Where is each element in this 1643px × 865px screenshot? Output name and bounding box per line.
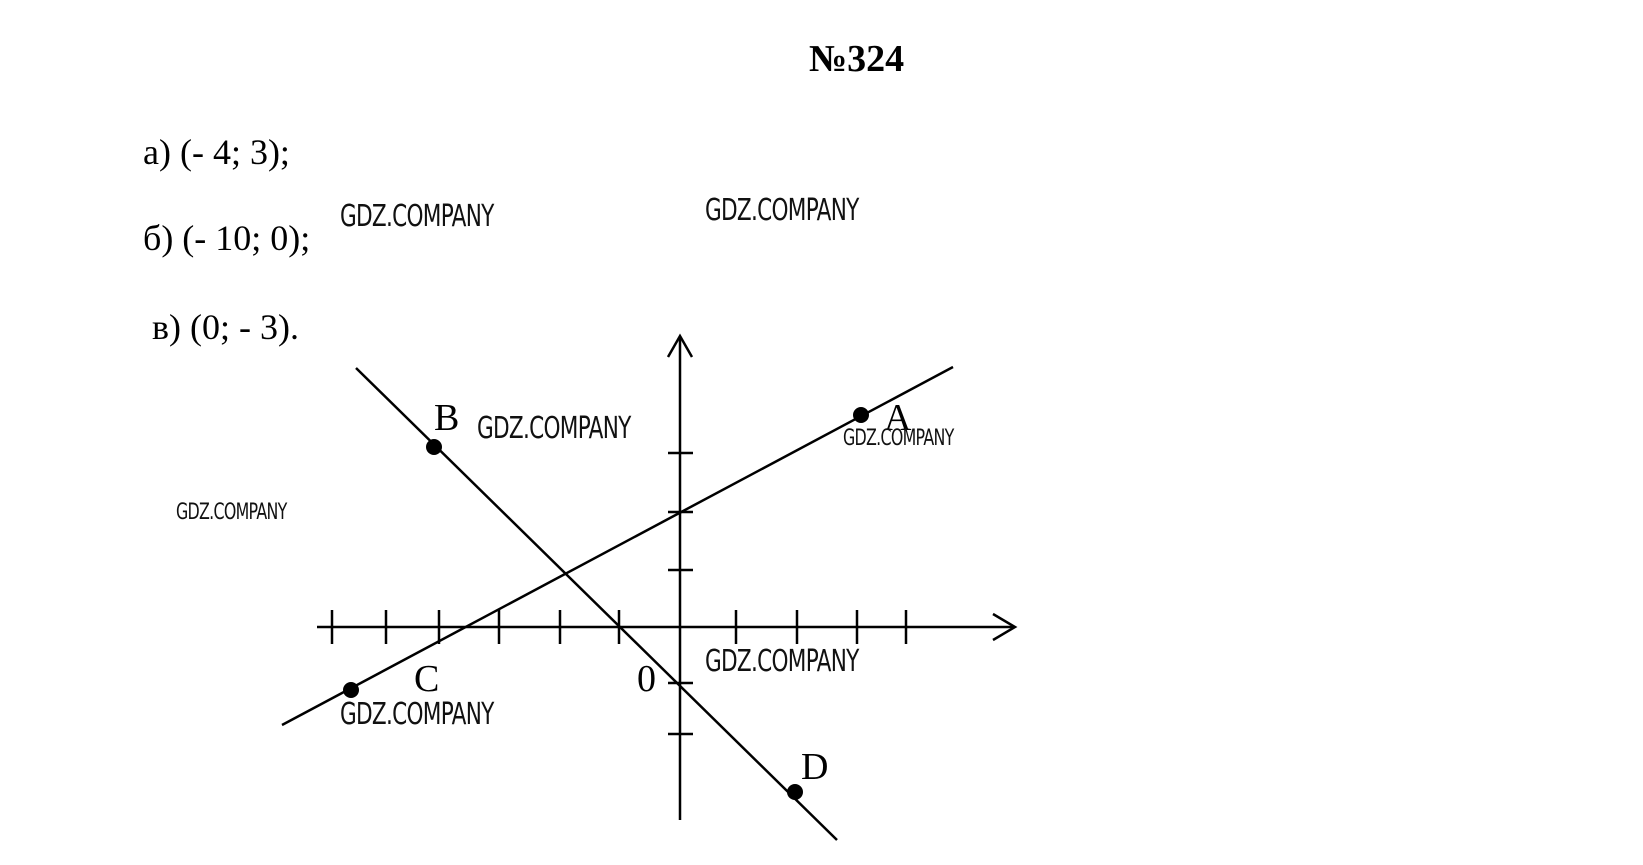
point-a-dot <box>853 407 869 423</box>
origin-label: 0 <box>637 658 656 700</box>
point-b-label: B <box>434 397 459 439</box>
point-c-dot <box>343 682 359 698</box>
point-b-dot <box>426 439 442 455</box>
y-axis-ticks <box>668 451 693 736</box>
watermark: GDZ.COMPANY <box>705 644 859 679</box>
line-ca <box>281 365 954 727</box>
watermark: GDZ.COMPANY <box>477 411 631 446</box>
watermark: GDZ.COMPANY <box>176 500 287 525</box>
watermark: GDZ.COMPANY <box>705 193 859 228</box>
answer-a: а) (- 4; 3); <box>143 132 290 172</box>
y-axis-arrow <box>666 333 694 358</box>
answer-c: в) (0; - 3). <box>152 307 299 347</box>
point-c-label: C <box>414 658 439 700</box>
watermark: GDZ.COMPANY <box>340 199 494 234</box>
watermark: GDZ.COMPANY <box>340 697 494 732</box>
point-a-label: A <box>884 397 912 439</box>
answer-b: б) (- 10; 0); <box>143 218 311 258</box>
x-axis-arrow <box>992 612 1018 642</box>
watermark: GDZ.COMPANY <box>843 426 954 451</box>
problem-title: №324 <box>809 38 905 80</box>
point-d-dot <box>787 784 803 800</box>
point-d-label: D <box>801 746 828 788</box>
